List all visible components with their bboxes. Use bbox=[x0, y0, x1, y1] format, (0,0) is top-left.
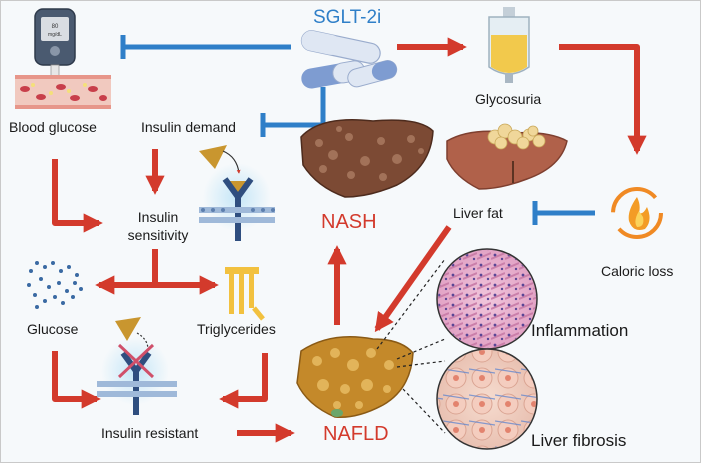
inhibit-sglt2-insulin-demand bbox=[265, 87, 326, 128]
label-liver-fat: Liver fat bbox=[453, 205, 503, 221]
fibrosis-histology-icon bbox=[436, 348, 538, 450]
glucometer-value: 80 bbox=[52, 24, 59, 30]
arrow-triglycerides-to-resistant bbox=[219, 353, 268, 409]
glucometer-unit: mg/dL bbox=[48, 32, 62, 38]
blocked-insulin-receptor-icon bbox=[97, 317, 177, 415]
flame-icon bbox=[611, 187, 663, 239]
fatty-liver-icon bbox=[446, 123, 568, 190]
label-glycosuria: Glycosuria bbox=[475, 91, 542, 107]
arrow-glucose-to-resistant bbox=[52, 351, 101, 409]
blood-vessel-icon bbox=[15, 75, 111, 109]
label-liver-fibrosis: Liver fibrosis bbox=[531, 431, 627, 450]
label-inflammation: Inflammation bbox=[531, 321, 629, 340]
label-triglycerides: Triglycerides bbox=[197, 321, 276, 337]
zoom-dashed-lines bbox=[376, 258, 446, 434]
glucometer-icon: 80 mg/dL bbox=[34, 8, 76, 78]
sglt2i-title: SGLT-2i bbox=[313, 7, 382, 28]
inhibition-bars bbox=[120, 35, 595, 225]
label-glucose: Glucose bbox=[27, 321, 79, 337]
arrow-liverfat-to-nafld bbox=[374, 225, 452, 333]
arrow-glycosuria-to-caloric-loss bbox=[559, 44, 647, 155]
nafld-liver-icon bbox=[296, 336, 414, 418]
pill-capsules-icon bbox=[300, 30, 398, 89]
urine-bag-icon bbox=[488, 7, 530, 83]
label-caloric-loss: Caloric loss bbox=[601, 263, 674, 279]
label-nafld: NAFLD bbox=[323, 423, 389, 445]
label-insulin-resistant: Insulin resistant bbox=[101, 425, 199, 441]
label-blood-glucose: Blood glucose bbox=[9, 119, 97, 135]
insulin-receptor-icon bbox=[199, 145, 275, 241]
activation-arrows bbox=[52, 37, 647, 443]
inflammation-histology-icon bbox=[436, 248, 538, 350]
label-insulin-sensitivity-line2: sensitivity bbox=[127, 227, 189, 243]
label-insulin-sensitivity-line1: Insulin bbox=[137, 209, 179, 225]
triglyceride-icon bbox=[225, 267, 265, 321]
arrow-blood-glucose-to-sensitivity bbox=[52, 159, 103, 233]
label-nash: NASH bbox=[321, 211, 377, 233]
label-insulin-demand: Insulin demand bbox=[141, 119, 236, 135]
nash-liver-icon bbox=[300, 118, 434, 198]
glycogen-icon bbox=[27, 261, 83, 309]
